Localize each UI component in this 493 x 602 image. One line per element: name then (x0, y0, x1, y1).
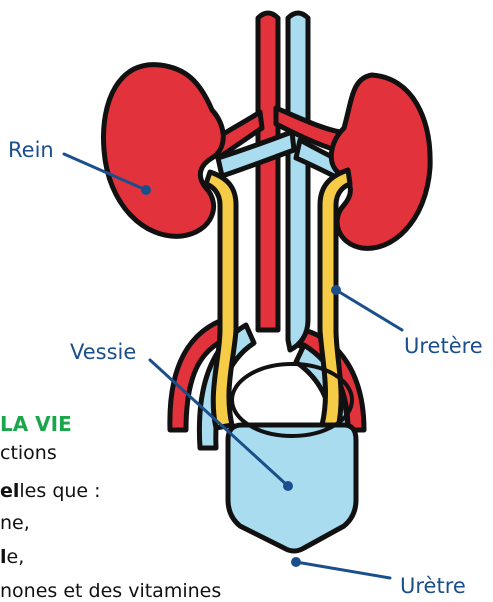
background-line-2-bold: el (0, 480, 19, 502)
background-line-4-rest: e, (7, 546, 25, 568)
kidney-dot (141, 185, 151, 195)
ureter-leader-line (336, 290, 402, 330)
background-line-2: elles que : (0, 480, 101, 502)
background-line-4: le, (0, 546, 24, 568)
right-kidney (331, 75, 430, 248)
background-line-3: ne, (0, 512, 30, 534)
background-line-2-rest: les que : (19, 480, 100, 502)
bladder-label: Vessie (70, 340, 136, 364)
bladder-dot (283, 481, 293, 491)
urethra-leader-line (296, 562, 390, 578)
urethra-label: Urètre (400, 574, 466, 598)
background-line-1: ctions (0, 442, 57, 464)
ureter-dot (331, 285, 341, 295)
urethra-dot (291, 557, 301, 567)
left-kidney (103, 65, 223, 237)
background-line-5: nones et des vitamines (0, 580, 221, 602)
aorta (258, 13, 278, 330)
background-heading: LA VIE (0, 412, 72, 436)
vena-cava (288, 13, 308, 350)
kidney-label: Rein (8, 138, 54, 162)
ureter-label: Uretère (404, 334, 483, 358)
